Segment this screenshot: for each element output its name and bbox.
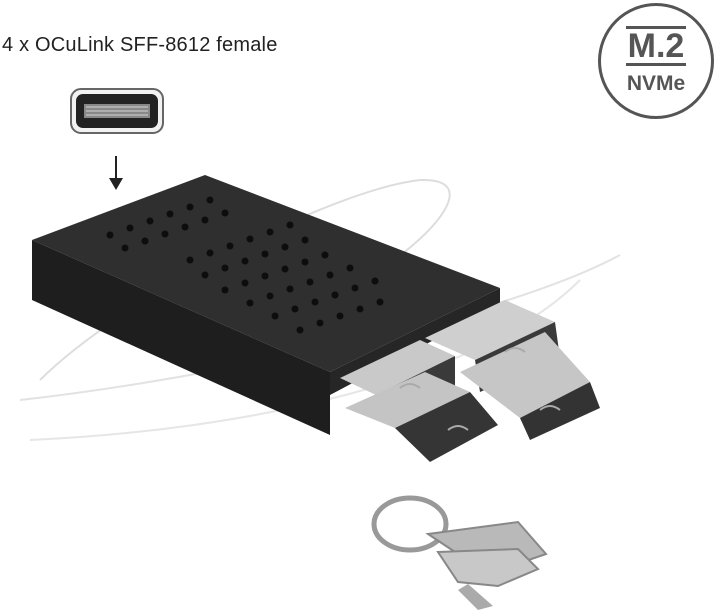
keys-image: [371, 495, 548, 610]
m2-nvme-badge: M.2 NVMe: [598, 3, 714, 119]
drive-enclosure-image: [19, 175, 621, 462]
connector-caption: 4 x OCuLink SFF-8612 female: [2, 34, 278, 56]
arrow-down-icon: [109, 156, 123, 190]
badge-m2-label: M.2: [625, 26, 687, 66]
badge-nvme-label: NVMe: [626, 72, 686, 95]
oculink-connector-icon: [70, 88, 164, 134]
